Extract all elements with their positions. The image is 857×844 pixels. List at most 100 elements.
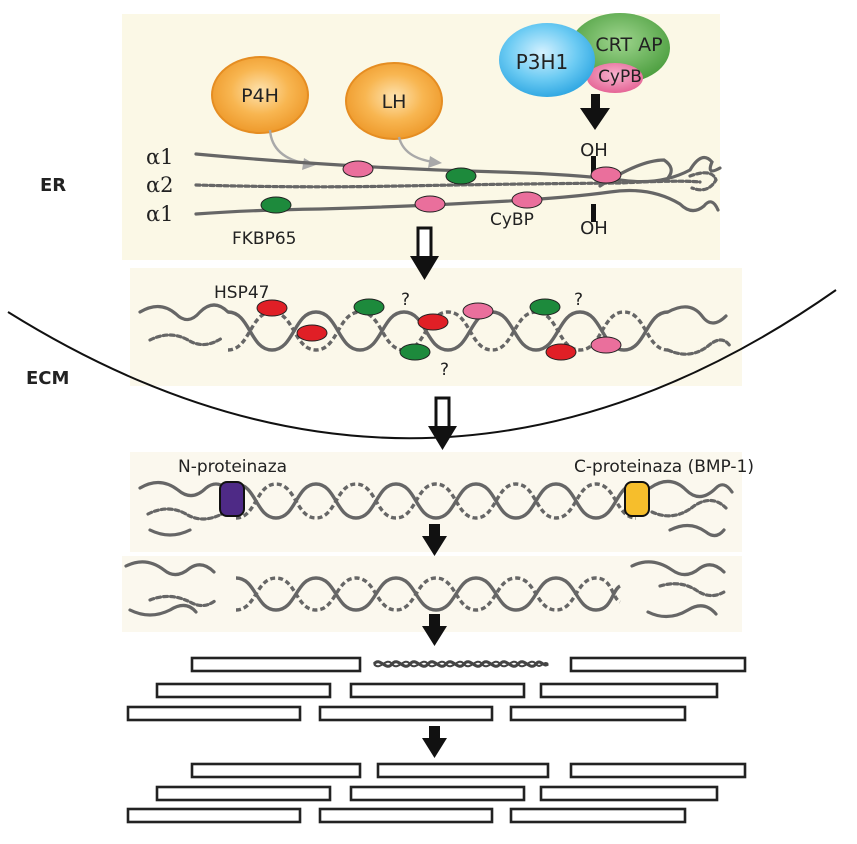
- c-proteinase-label: C-proteinaza (BMP-1): [574, 457, 754, 477]
- lh-label: LH: [382, 91, 407, 113]
- crosslink-arrow: [422, 726, 447, 758]
- fibril-segment: [349, 682, 526, 699]
- alpha1-top-chain: [194, 152, 722, 184]
- green-chaperone: [353, 298, 385, 316]
- lh-enzyme: LH: [345, 62, 443, 140]
- processing-left-end: [138, 480, 228, 498]
- procollagen-left-end-dash: [148, 333, 224, 347]
- crtap-blob: [570, 13, 670, 83]
- alpha1-bottom-chain: [194, 188, 720, 216]
- er-label: ER: [40, 175, 66, 196]
- n-proteinase-enzyme: [219, 481, 245, 517]
- p3h1-label: P3H1: [516, 50, 569, 74]
- fibril-segment: [155, 682, 332, 699]
- processing-left-loop: [148, 528, 192, 537]
- cypb-blob: [587, 63, 643, 93]
- fibril-segment: [190, 762, 362, 779]
- green-chaperone: [445, 167, 477, 185]
- p4h-enzyme: P4H: [211, 56, 309, 134]
- fibril-segment: [509, 705, 687, 722]
- cell-membrane: [7, 289, 837, 440]
- p4h-label: P4H: [241, 85, 279, 107]
- hsp47-chaperone: [256, 299, 288, 317]
- alpha2-label: α2: [146, 173, 174, 197]
- fibril-segment: [318, 705, 494, 722]
- fibril-segment: [539, 785, 719, 802]
- fibril-segment: [190, 656, 362, 673]
- ecm-label: ECM: [26, 368, 69, 389]
- tropocollagen-helix: [235, 576, 622, 612]
- crtap-label: CRT AP: [595, 34, 662, 56]
- question-mark-1: ?: [401, 290, 410, 310]
- right-propeptide-dash: [658, 582, 726, 598]
- procollagen-right-end: [666, 305, 728, 325]
- alpha1-top-label: α1: [146, 145, 174, 169]
- hsp47-chaperone: [296, 324, 328, 342]
- alpha2-chain: [194, 179, 702, 189]
- p3h1-blob: [499, 23, 595, 97]
- alpha2-chain-end: [688, 171, 718, 192]
- green-chaperone: [399, 343, 431, 361]
- c-proteinase-enzyme: [624, 481, 650, 517]
- tropocollagen-strand-a: [235, 576, 622, 612]
- assembly-arrow: [422, 614, 447, 646]
- cypb-label: CyPB: [598, 67, 642, 87]
- ecm-secretion-arrow: [428, 396, 457, 450]
- oh-top-marker: [591, 156, 596, 174]
- procollagen-left-end: [138, 303, 230, 322]
- fkbp65-chaperone: [260, 196, 292, 214]
- left-propeptide-dash: [148, 594, 218, 608]
- cleavage-arrow: [422, 524, 447, 556]
- pink-chaperone: [462, 302, 494, 320]
- hsp47-chaperone: [417, 313, 449, 331]
- er-to-ecm-arrow: [410, 226, 439, 280]
- fibril-segment: [126, 807, 302, 824]
- hsp47-label: HSP47: [214, 283, 269, 303]
- hsp47-chaperone: [545, 343, 577, 361]
- processing-right-loop: [668, 523, 726, 538]
- fibril-segment: [349, 785, 526, 802]
- fibril-segment: [126, 705, 302, 722]
- fibril-segment: [318, 807, 494, 824]
- fibril-segment: [569, 656, 747, 673]
- tropocollagen-strand-b: [235, 576, 622, 612]
- procollagen-right-end-dash: [666, 338, 732, 356]
- cybp-chaperone: [511, 191, 543, 209]
- cleaved-left-propeptide: [124, 560, 218, 617]
- p3h1-complex: P3H1 CRT AP CyPB: [499, 13, 670, 97]
- n-proteinase-label: N-proteinaza: [178, 457, 287, 477]
- processing-strand-b: [235, 482, 637, 520]
- new-tropocollagen-2: [373, 660, 549, 668]
- cleaved-right-propeptide: [630, 560, 726, 619]
- fibril-segment: [155, 785, 332, 802]
- fibril-segment: [376, 762, 550, 779]
- left-propeptide-strand: [124, 560, 216, 577]
- processing-strand-a: [235, 482, 637, 520]
- pink-modification: [590, 166, 622, 184]
- question-mark-3: ?: [440, 360, 449, 380]
- pink-chaperone: [590, 336, 622, 354]
- processing-right-end-dash: [650, 498, 728, 518]
- processing-helix: [138, 479, 734, 538]
- question-mark-2: ?: [574, 290, 583, 310]
- right-propeptide-strand: [630, 560, 726, 577]
- pink-modification: [342, 160, 374, 178]
- fibril-segment: [569, 762, 747, 779]
- cybp-label: CyBP: [490, 210, 534, 230]
- oh-bottom-label: OH: [580, 218, 608, 239]
- pink-modification: [414, 195, 446, 213]
- alpha1-bottom-label: α1: [146, 202, 174, 226]
- fibril-segment: [509, 807, 687, 824]
- procollagen-strand-a: [227, 310, 669, 352]
- lh-arrow-head: [428, 156, 442, 168]
- complex-arrow: [580, 94, 610, 130]
- oh-bottom-marker: [591, 204, 596, 222]
- processing-right-end: [648, 479, 734, 499]
- green-chaperone: [529, 298, 561, 316]
- left-propeptide-loop: [128, 603, 198, 617]
- fibril-segment: [539, 682, 719, 699]
- right-propeptide-loop: [646, 604, 718, 619]
- oh-top-label: OH: [580, 140, 608, 161]
